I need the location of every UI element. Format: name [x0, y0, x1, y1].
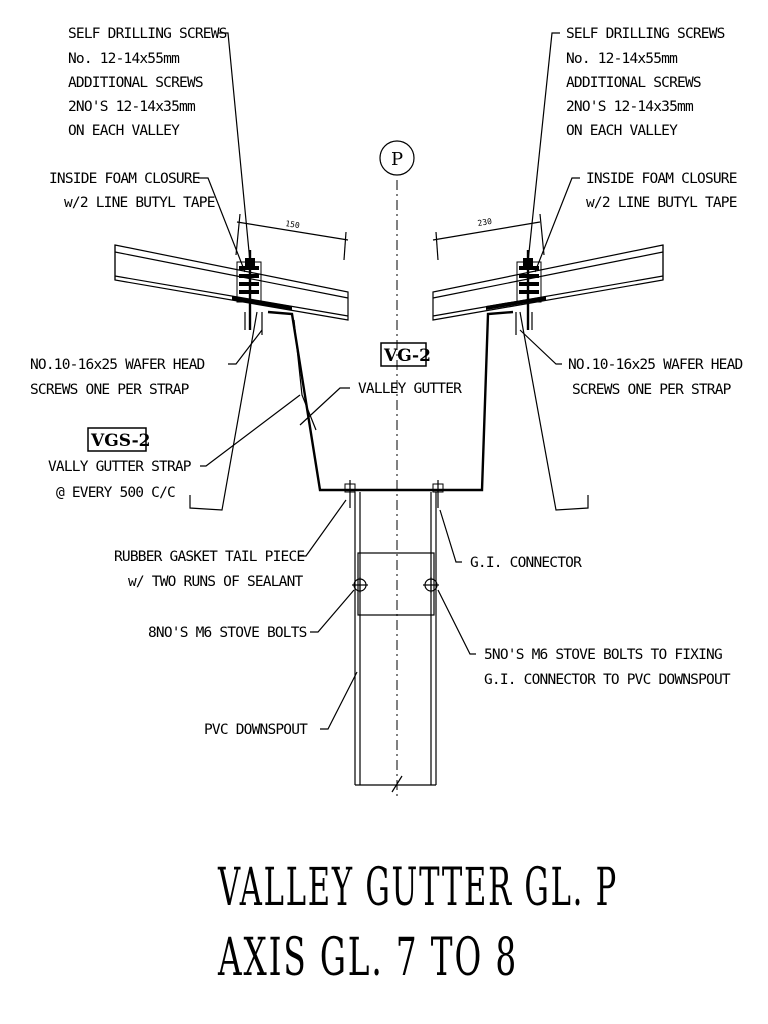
svg-text:ADDITIONAL SCREWS: ADDITIONAL SCREWS: [68, 75, 203, 91]
pvc-downspout: [354, 492, 437, 793]
svg-text:NO.10-16x25 WAFER HEAD: NO.10-16x25 WAFER HEAD: [30, 357, 205, 373]
gi-connector: [357, 552, 435, 616]
gutter-strap-inner-left: [293, 319, 317, 431]
dimension-left: 150: [235, 213, 349, 261]
grid-bubble: [379, 140, 415, 176]
gutter-strap-right: [519, 311, 589, 511]
svg-text:SCREWS ONE PER STRAP: SCREWS ONE PER STRAP: [30, 382, 190, 398]
label-gutter-strap: VGS-2 VALLY GUTTER STRAP @ EVERY 500 C/C: [48, 427, 193, 501]
svg-text:SELF DRILLING SCREWS: SELF DRILLING SCREWS: [68, 26, 227, 42]
label-stove-bolts-fixing: 5NO'S M6 STOVE BOLTS TO FIXING G.I. CONN…: [484, 647, 732, 688]
label-screws-right: SELF DRILLING SCREWS No. 12-14x55mm ADDI…: [566, 26, 725, 139]
drawing-title-line2: AXIS GL. 7 TO 8: [217, 928, 518, 988]
label-screws-left: SELF DRILLING SCREWS No. 12-14x55mm ADDI…: [68, 26, 227, 139]
label-foam-left: INSIDE FOAM CLOSURE w/2 LINE BUTYL TAPE: [49, 171, 216, 211]
gutter-outlet-bolts: [344, 480, 444, 508]
right-roof-sheet: [432, 244, 664, 321]
svg-text:INSIDE FOAM CLOSURE: INSIDE FOAM CLOSURE: [586, 171, 737, 187]
vg-text: VALLEY GUTTER: [358, 381, 462, 397]
svg-text:NO.10-16x25 WAFER HEAD: NO.10-16x25 WAFER HEAD: [568, 357, 743, 373]
svg-text:No. 12-14x55mm: No. 12-14x55mm: [566, 51, 678, 67]
label-valley-gutter: VG-2 VALLEY GUTTER: [358, 342, 463, 397]
left-roof-sheet: [114, 244, 349, 321]
svg-text:@ EVERY 500 C/C: @ EVERY 500 C/C: [56, 485, 175, 501]
wafer-screw-left: [244, 312, 263, 335]
svg-text:INSIDE FOAM CLOSURE: INSIDE FOAM CLOSURE: [49, 171, 200, 187]
drawing-title-line1: VALLEY GUTTER GL. P: [217, 858, 618, 918]
svg-text:G.I. CONNECTOR TO PVC DOWNSPOU: G.I. CONNECTOR TO PVC DOWNSPOUT: [484, 672, 731, 688]
svg-text:ON EACH VALLEY: ON EACH VALLEY: [566, 123, 678, 139]
label-wafer-right: NO.10-16x25 WAFER HEAD SCREWS ONE PER ST…: [568, 357, 743, 398]
svg-text:5NO'S M6 STOVE BOLTS TO FIXING: 5NO'S M6 STOVE BOLTS TO FIXING: [484, 647, 722, 663]
butyl-tape-left: [232, 296, 292, 310]
label-stove-bolts: 8NO'S M6 STOVE BOLTS: [148, 625, 307, 641]
svg-text:2NO'S 12-14x35mm: 2NO'S 12-14x35mm: [566, 99, 694, 115]
svg-text:w/ TWO RUNS OF SEALANT: w/ TWO RUNS OF SEALANT: [128, 574, 304, 590]
svg-text:w/2 LINE BUTYL TAPE: w/2 LINE BUTYL TAPE: [586, 195, 737, 211]
valley-gutter-profile: [267, 310, 514, 492]
svg-text:RUBBER GASKET TAIL PIECE: RUBBER GASKET TAIL PIECE: [114, 549, 304, 565]
label-downspout: PVC DOWNSPOUT: [204, 722, 308, 738]
butyl-tape-right: [486, 296, 546, 310]
label-foam-right: INSIDE FOAM CLOSURE w/2 LINE BUTYL TAPE: [586, 171, 738, 211]
gutter-strap-left: [189, 311, 258, 511]
wafer-screw-right: [515, 312, 533, 335]
svg-text:ON EACH VALLEY: ON EACH VALLEY: [68, 123, 180, 139]
label-wafer-left: NO.10-16x25 WAFER HEAD SCREWS ONE PER ST…: [30, 357, 205, 398]
label-gasket: RUBBER GASKET TAIL PIECE w/ TWO RUNS OF …: [114, 549, 305, 590]
vgs-tag: VGS-2: [90, 431, 151, 451]
svg-text:No. 12-14x55mm: No. 12-14x55mm: [68, 51, 180, 67]
svg-text:ADDITIONAL SCREWS: ADDITIONAL SCREWS: [566, 75, 701, 91]
svg-text:VALLY GUTTER STRAP: VALLY GUTTER STRAP: [48, 459, 192, 475]
grid-bubble-label: P: [391, 149, 403, 170]
vg-tag: VG-2: [383, 346, 431, 366]
vg-tag-box: [380, 342, 427, 367]
svg-text:SELF DRILLING SCREWS: SELF DRILLING SCREWS: [566, 26, 725, 42]
dimension-right: 230: [432, 213, 545, 261]
svg-text:w/2 LINE BUTYL TAPE: w/2 LINE BUTYL TAPE: [64, 195, 215, 211]
dimension-right-value: 230: [477, 217, 493, 228]
stove-bolts: [352, 577, 439, 593]
svg-text:2NO'S 12-14x35mm: 2NO'S 12-14x35mm: [68, 99, 196, 115]
vgs-tag-box: [87, 427, 147, 452]
label-gi-connector: G.I. CONNECTOR: [470, 555, 582, 571]
leaders: [198, 32, 580, 730]
dimension-left-value: 150: [285, 219, 301, 230]
svg-text:SCREWS ONE PER STRAP: SCREWS ONE PER STRAP: [572, 382, 732, 398]
